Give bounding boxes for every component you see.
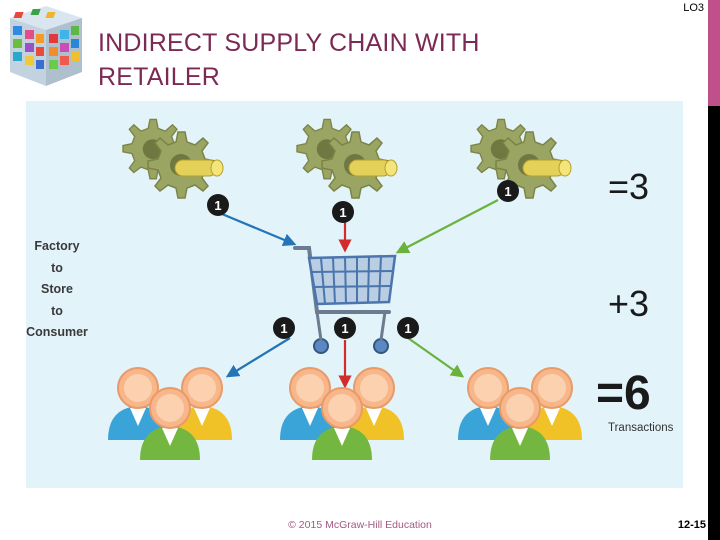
- flow-label: Factory to Store to Consumer: [22, 236, 92, 344]
- learning-objective-tag: LO3: [683, 2, 704, 14]
- svg-text:1: 1: [214, 198, 221, 213]
- arrow-retailer-to-consumer-1: [225, 337, 291, 378]
- consumer-group-icon-2: [280, 368, 404, 460]
- svg-text:1: 1: [404, 321, 411, 336]
- factory-gears-icon-2: [297, 119, 397, 198]
- transaction-badge-factory-3: 1: [497, 180, 519, 202]
- factory-gears-icon-1: [123, 119, 223, 198]
- consumer-group-icon-3: [458, 368, 582, 460]
- flow-label-line: Store: [41, 282, 73, 296]
- flow-label-line: Consumer: [26, 325, 88, 339]
- factory-gears-icon-3: [471, 119, 571, 198]
- equation-second-term: +3: [608, 283, 650, 324]
- arrow-retailer-to-consumer-3: [407, 337, 465, 378]
- arrow-factory-3-to-retailer: [395, 199, 499, 254]
- transaction-badge-factory-2: 1: [332, 201, 354, 223]
- svg-text:1: 1: [341, 321, 348, 336]
- svg-text:1: 1: [504, 184, 511, 199]
- equation-total: =6: [596, 367, 651, 420]
- flow-label-line: to: [51, 303, 63, 318]
- slide-title: INDIRECT SUPPLY CHAIN WITH RETAILER: [98, 29, 480, 91]
- equation-first-term: =3: [608, 166, 650, 207]
- svg-text:1: 1: [280, 321, 287, 336]
- flow-label-line: to: [51, 260, 63, 275]
- flow-label-line: Factory: [34, 239, 80, 253]
- transaction-badge-consumer-1: 1: [273, 317, 295, 339]
- page-number: 12-15: [677, 519, 706, 531]
- accent-bar-bottom: [708, 106, 720, 540]
- consumer-group-icon-1: [108, 368, 232, 460]
- shopping-cart-icon: [293, 246, 397, 354]
- transaction-badge-consumer-3: 1: [397, 317, 419, 339]
- copyright-footer: © 2015 McGraw-Hill Education: [288, 519, 432, 531]
- transaction-badge-factory-1: 1: [207, 194, 229, 216]
- svg-text:1: 1: [339, 205, 346, 220]
- transaction-badge-consumer-2: 1: [334, 317, 356, 339]
- app-cube-logo: [10, 6, 82, 86]
- arrow-factory-1-to-retailer: [221, 212, 297, 247]
- accent-bar-top: [708, 0, 720, 106]
- equation-total-caption: Transactions: [608, 422, 674, 434]
